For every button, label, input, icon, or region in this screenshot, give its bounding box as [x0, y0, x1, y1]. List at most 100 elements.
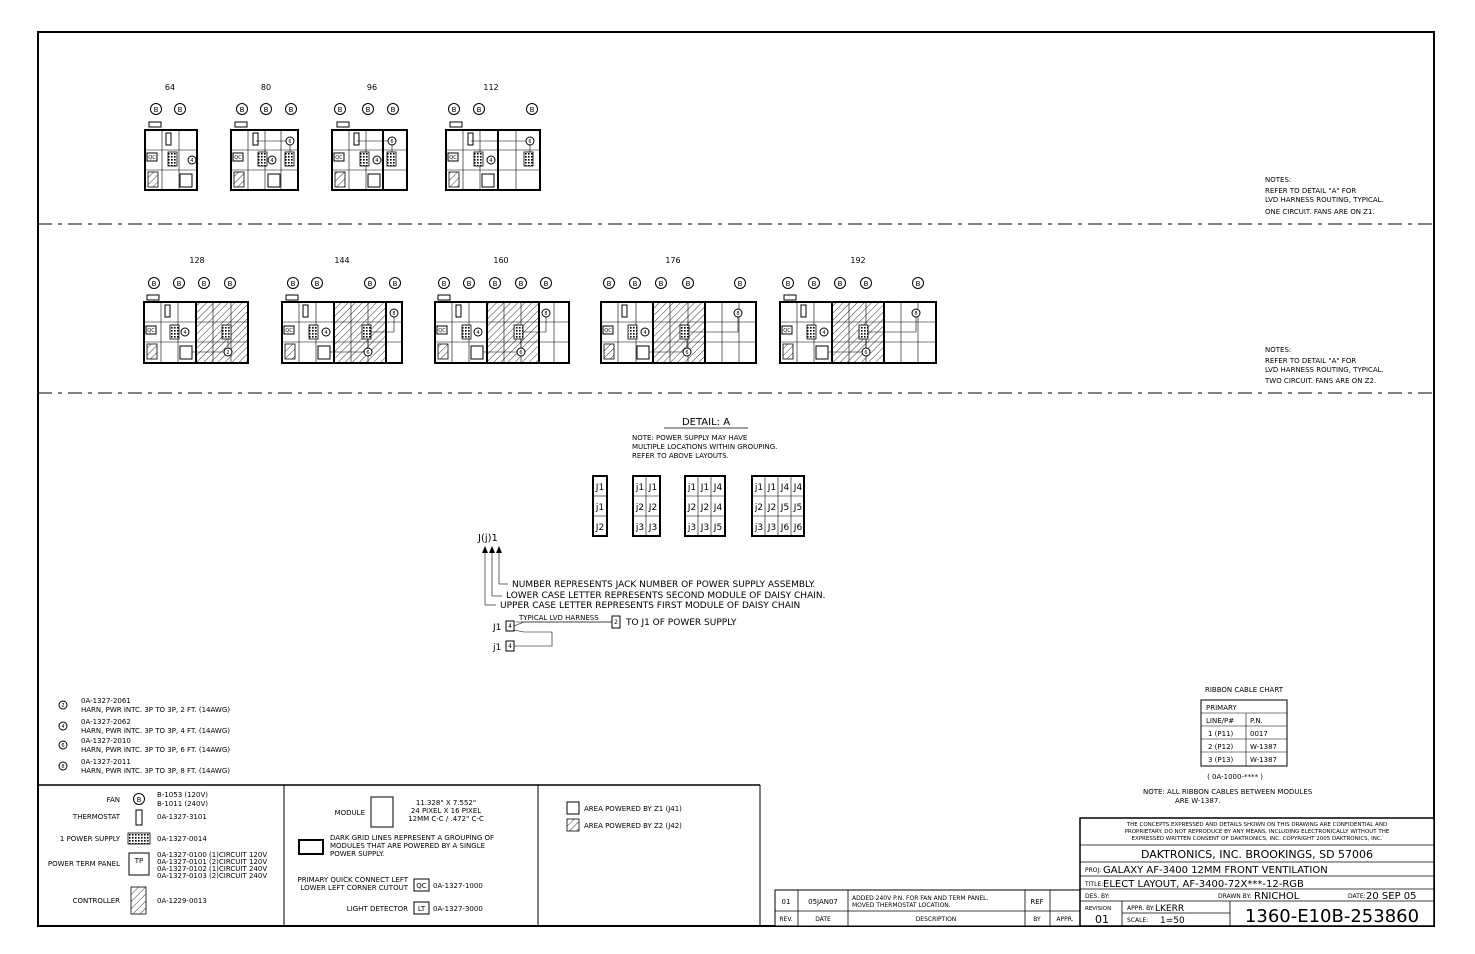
svg-text:ARE W-1387.: ARE W-1387. [1175, 797, 1221, 805]
svg-text:0A-1327-2062: 0A-1327-2062 [81, 718, 131, 726]
svg-text:J4: J4 [793, 483, 803, 493]
svg-text:B: B [607, 280, 612, 288]
row2-layout-128: 128 B B B B QC 2 4 [143, 256, 249, 364]
qc-label: QC [234, 155, 242, 161]
fan-icon: B [629, 277, 641, 289]
svg-text:W-1387: W-1387 [1250, 756, 1277, 764]
thermostat-icon [252, 132, 259, 146]
svg-text:B-1053 (120V): B-1053 (120V) [157, 791, 208, 799]
svg-text:0017: 0017 [1250, 730, 1268, 738]
svg-text:8: 8 [61, 764, 64, 770]
quick-connect-icon [436, 325, 448, 335]
svg-text:B: B [240, 106, 245, 114]
power-supply-icon [359, 151, 370, 167]
harness-marker-icon: 8 [911, 308, 921, 318]
svg-text:0A-1327-2011: 0A-1327-2011 [81, 758, 131, 766]
row2-notes: NOTES: REFER TO DETAIL "A" FOR LVD HARNE… [1264, 346, 1384, 385]
svg-text:6: 6 [864, 350, 867, 356]
svg-text:J1: J1 [595, 483, 604, 493]
svg-text:J4: J4 [713, 483, 723, 493]
svg-text:TYPICAL LVD HARNESS: TYPICAL LVD HARNESS [518, 614, 599, 622]
term-panel-icon [367, 173, 381, 188]
svg-text:4: 4 [476, 330, 479, 336]
harness-marker-icon: 4 [180, 327, 190, 337]
svg-text:4: 4 [61, 724, 64, 730]
svg-text:REVISION: REVISION [1085, 906, 1111, 912]
power-supply-icon [513, 324, 524, 340]
svg-text:APPR. BY:: APPR. BY: [1127, 905, 1155, 912]
svg-text:THERMOSTAT: THERMOSTAT [72, 813, 121, 821]
power-supply-icon [169, 324, 180, 340]
layout-width-label: 192 [850, 256, 865, 265]
quick-connect-icon [333, 152, 345, 162]
svg-text:B: B [366, 106, 371, 114]
layout-width-label: 176 [665, 256, 680, 265]
light-detector-icon [437, 294, 451, 301]
svg-text:MOVED THERMOSTAT LOCATION.: MOVED THERMOSTAT LOCATION. [852, 902, 951, 909]
harness-marker-icon: 4 [486, 155, 496, 165]
power-supply-icon [308, 324, 319, 340]
controller-icon [146, 343, 158, 360]
fan-icon: B [236, 103, 248, 115]
ribbon-cable-chart: RIBBON CABLE CHART PRIMARY LINE/P# P.N. … [1143, 686, 1313, 805]
row2-layout-176: 176 B B B B B QC 8 6 4 [600, 256, 757, 364]
svg-text:REFER TO DETAIL "A" FOR: REFER TO DETAIL "A" FOR [1265, 187, 1356, 195]
svg-text:J5: J5 [793, 503, 802, 513]
fan-icon: B [448, 103, 460, 115]
fan-icon: B [473, 103, 485, 115]
module-icon [370, 796, 394, 828]
svg-text:LVD HARNESS ROUTING, TYPICAL.: LVD HARNESS ROUTING, TYPICAL. [1265, 366, 1384, 374]
power-supply-icon [461, 324, 472, 340]
svg-text:REV.: REV. [779, 916, 792, 923]
harness-marker-icon: 2 [223, 347, 233, 357]
svg-text:B: B [368, 280, 373, 288]
thermostat-icon [165, 132, 172, 146]
svg-text:0A-1229-0013: 0A-1229-0013 [157, 897, 207, 905]
svg-text:2: 2 [226, 350, 229, 356]
fan-icon: B [655, 277, 667, 289]
svg-text:B: B [291, 280, 296, 288]
svg-text:j1: j1 [687, 483, 696, 493]
svg-text:LIGHT DETECTOR: LIGHT DETECTOR [347, 905, 408, 913]
row1-layout-64: 64 B B QC 4 [144, 83, 198, 191]
term-panel-icon [267, 173, 281, 188]
svg-text:HARN, PWR INTC. 3P TO 3P, 8 FT: HARN, PWR INTC. 3P TO 3P, 8 FT. (14AWG) [81, 767, 230, 775]
harness-marker-icon: 6 [861, 347, 871, 357]
thermostat-icon [621, 304, 628, 318]
svg-text:J2: J2 [767, 503, 776, 513]
svg-text:TO J1 OF POWER SUPPLY: TO J1 OF POWER SUPPLY [625, 618, 737, 628]
svg-text:0A-1327-0101 (2)CIRCUIT 120V: 0A-1327-0101 (2)CIRCUIT 120V [157, 858, 267, 866]
svg-text:8: 8 [914, 311, 917, 317]
svg-text:PRIMARY: PRIMARY [1206, 704, 1237, 712]
svg-text:j3: j3 [687, 523, 696, 533]
svg-text:DES. BY:: DES. BY: [1085, 893, 1110, 900]
power-supply-icon [627, 324, 638, 340]
quick-connect-icon [232, 152, 244, 162]
svg-text:B: B [202, 280, 207, 288]
svg-text:APPR.: APPR. [1056, 916, 1073, 923]
svg-text:NOTE: POWER SUPPLY MAY HAVE: NOTE: POWER SUPPLY MAY HAVE [632, 434, 747, 442]
svg-text:B: B [467, 280, 472, 288]
light-detector-icon [234, 121, 248, 128]
j1-upper-label: J1 [492, 623, 501, 633]
svg-text:DATE:: DATE: [1348, 893, 1366, 900]
svg-text:THE CONCEPTS EXPRESSED AND DET: THE CONCEPTS EXPRESSED AND DETAILS SHOWN… [1126, 822, 1387, 828]
module-layout-box [445, 129, 541, 191]
svg-text:4: 4 [643, 330, 646, 336]
fan-icon: B [438, 277, 450, 289]
qc-label: QC [147, 328, 155, 334]
svg-text:1=50: 1=50 [1160, 916, 1185, 926]
company-name: DAKTRONICS, INC. BROOKINGS, SD 57006 [1141, 848, 1373, 861]
svg-text:PRIMARY QUICK CONNECT LEFT: PRIMARY QUICK CONNECT LEFT [298, 876, 409, 884]
harness-marker-icon: 6 [285, 136, 295, 146]
fan-icon: B [912, 277, 924, 289]
fan-icon: B [198, 277, 210, 289]
svg-text:B: B [786, 280, 791, 288]
grid-group-icon [298, 839, 324, 855]
quick-connect-icon [283, 325, 295, 335]
svg-text:J3: J3 [700, 523, 709, 533]
svg-text:POWER TERM PANEL: POWER TERM PANEL [48, 860, 120, 868]
svg-text:2 (P12): 2 (P12) [1208, 743, 1234, 751]
svg-text:0A-1327-3000: 0A-1327-3000 [433, 905, 483, 913]
svg-text:DRAWN BY:: DRAWN BY: [1218, 893, 1251, 900]
